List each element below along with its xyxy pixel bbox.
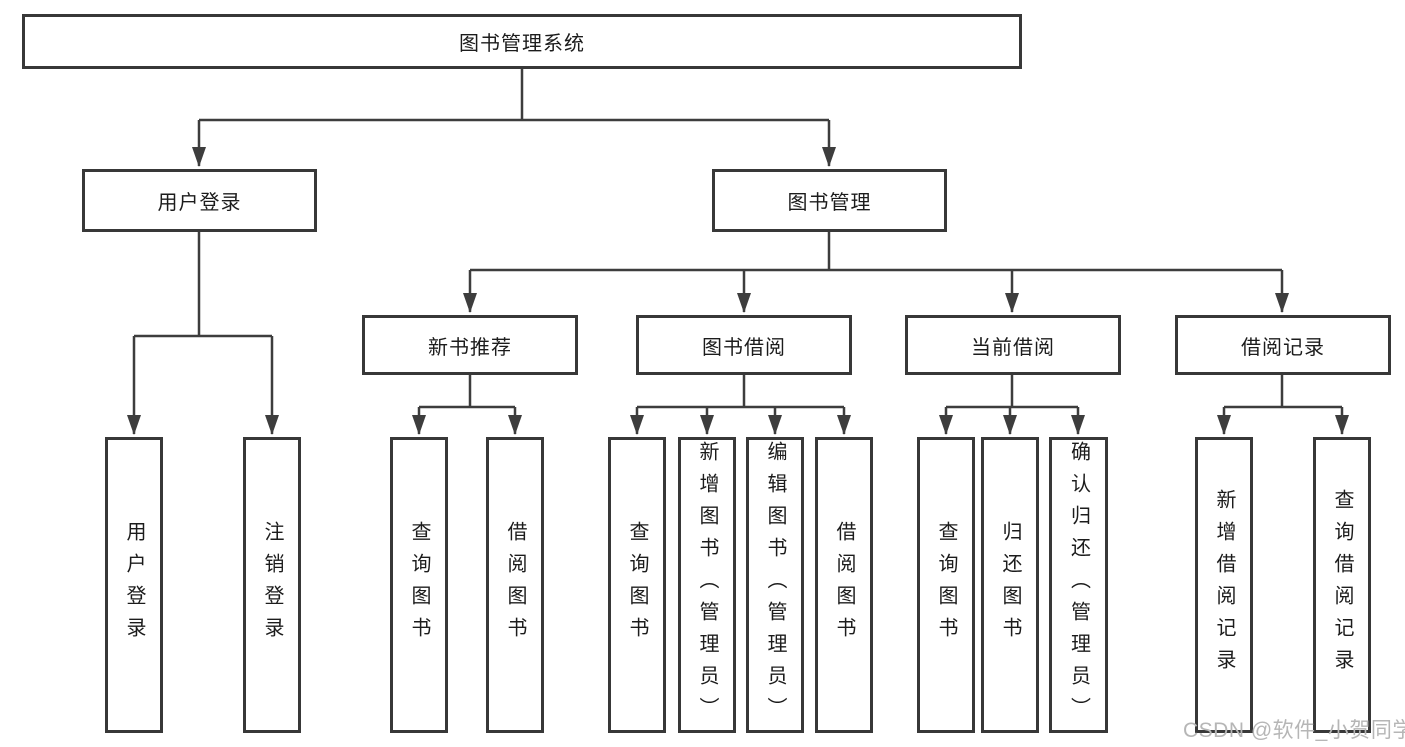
node-book-management-label: 图书管理 <box>787 192 872 214</box>
node-recommend-query-book-label: 查询图书 <box>408 521 430 649</box>
node-records-query-record-label: 查询借阅记录 <box>1331 489 1353 681</box>
node-root-label: 图书管理系统 <box>459 33 585 55</box>
node-borrow-edit-book-admin: 编辑图书（管理员） <box>746 437 804 733</box>
node-logout: 注销登录 <box>243 437 301 733</box>
node-current-confirm-return-admin: 确认归还（管理员） <box>1049 437 1108 733</box>
node-borrow-records: 借阅记录 <box>1175 315 1391 375</box>
node-book-management: 图书管理 <box>712 169 947 232</box>
node-recommend-borrow-book: 借阅图书 <box>486 437 544 733</box>
node-current-query-book: 查询图书 <box>917 437 975 733</box>
node-new-book-recommend: 新书推荐 <box>362 315 578 375</box>
node-records-add-record-label: 新增借阅记录 <box>1213 489 1235 681</box>
node-book-borrow: 图书借阅 <box>636 315 852 375</box>
node-login: 用户登录 <box>105 437 163 733</box>
node-new-book-recommend-label: 新书推荐 <box>428 336 512 359</box>
node-current-borrow: 当前借阅 <box>905 315 1121 375</box>
node-records-query-record: 查询借阅记录 <box>1313 437 1371 733</box>
node-borrow-add-book-admin-label: 新增图书（管理员） <box>696 441 718 729</box>
node-user-login-label: 用户登录 <box>157 192 242 214</box>
node-current-return-book-label: 归还图书 <box>999 521 1021 649</box>
node-current-confirm-return-admin-label: 确认归还（管理员） <box>1067 441 1090 729</box>
node-login-label: 用户登录 <box>123 521 145 649</box>
node-borrow-borrow-book: 借阅图书 <box>815 437 873 733</box>
node-root: 图书管理系统 <box>22 14 1022 69</box>
node-current-query-book-label: 查询图书 <box>935 521 957 649</box>
node-user-login: 用户登录 <box>82 169 317 232</box>
node-current-borrow-label: 当前借阅 <box>971 336 1055 359</box>
node-book-borrow-label: 图书借阅 <box>702 336 786 359</box>
node-borrow-query-book-label: 查询图书 <box>626 521 648 649</box>
node-borrow-borrow-book-label: 借阅图书 <box>833 521 855 649</box>
node-current-return-book: 归还图书 <box>981 437 1039 733</box>
watermark: CSDN @软件_小贺同学 <box>1183 719 1405 742</box>
node-recommend-query-book: 查询图书 <box>390 437 448 733</box>
node-borrow-records-label: 借阅记录 <box>1241 336 1325 359</box>
node-borrow-edit-book-admin-label: 编辑图书（管理员） <box>764 441 786 729</box>
node-borrow-query-book: 查询图书 <box>608 437 666 733</box>
node-recommend-borrow-book-label: 借阅图书 <box>504 521 526 649</box>
node-logout-label: 注销登录 <box>261 521 283 649</box>
node-borrow-add-book-admin: 新增图书（管理员） <box>678 437 736 733</box>
node-records-add-record: 新增借阅记录 <box>1195 437 1253 733</box>
